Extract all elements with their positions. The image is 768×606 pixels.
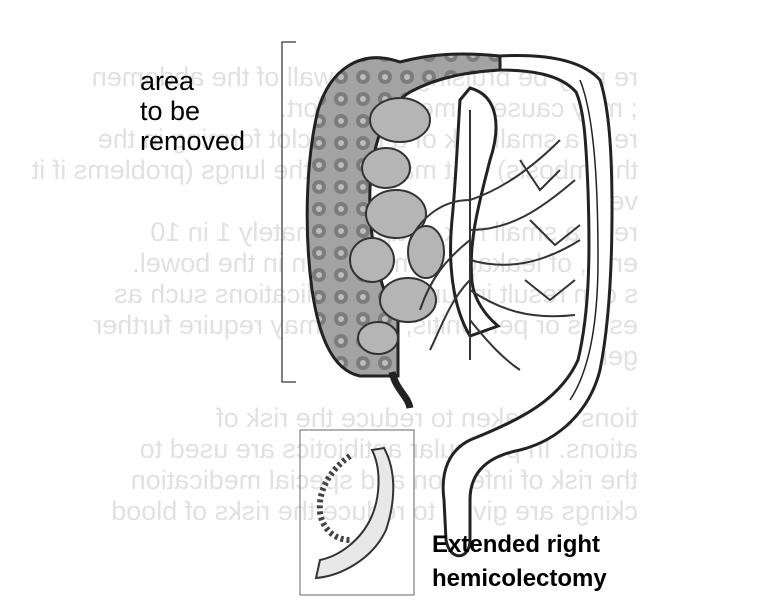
inset-colon-loop [320,456,350,540]
area-label-line-3: removed [140,126,245,156]
caption-line-1: Extended right [432,528,607,562]
area-label-line-1: area [140,66,245,96]
central-organ [451,88,498,336]
area-to-be-removed-label: area to be removed [140,66,245,156]
area-label-line-2: to be [140,96,245,126]
caption-line-2: hemicolectomy [432,562,607,596]
inset-colon-remaining [316,448,393,578]
terminal-ileum [392,372,410,408]
removal-bracket [282,42,296,382]
procedure-caption: Extended right hemicolectomy [432,528,607,596]
